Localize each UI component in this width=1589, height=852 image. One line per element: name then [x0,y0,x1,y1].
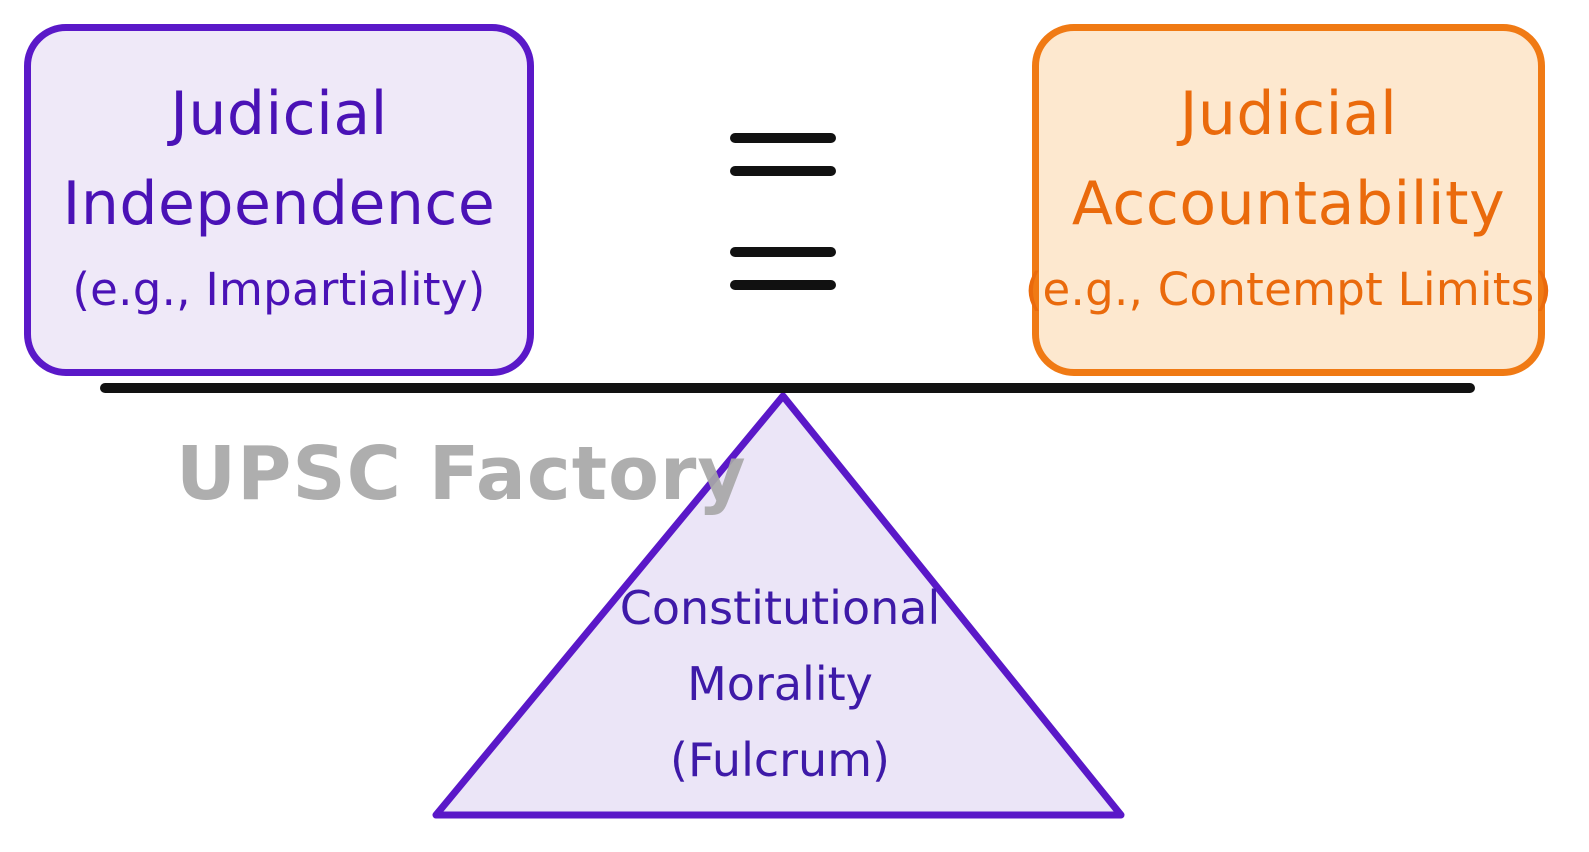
judicial-independence-box: Judicial Independence (e.g., Impartialit… [24,24,534,376]
left-box-title-line2: Independence [62,169,496,239]
watermark-text: UPSC Factory [176,431,747,517]
fulcrum-label-line3: (Fulcrum) [670,733,890,787]
fulcrum-label: Constitutional Morality (Fulcrum) [580,570,980,798]
fulcrum-triangle [432,392,1125,819]
judicial-accountability-box: Judicial Accountability (e.g., Contempt … [1025,24,1552,376]
left-box-title-line1: Judicial [170,79,388,149]
equals-bar-top [730,133,836,143]
right-box-subtitle: (e.g., Contempt Limits) [1024,263,1553,316]
right-box-title-line2: Accountability [1071,169,1506,239]
equals-bar-second [730,166,836,176]
equals-bar-bottom [730,280,836,290]
right-box-title-line1: Judicial [1179,79,1398,149]
fulcrum-label-line1: Constitutional [619,581,941,635]
left-box-subtitle: (e.g., Impartiality) [72,263,486,316]
balance-beam [100,383,1475,393]
fulcrum-label-line2: Morality [687,657,873,711]
equals-bar-third [730,247,836,257]
